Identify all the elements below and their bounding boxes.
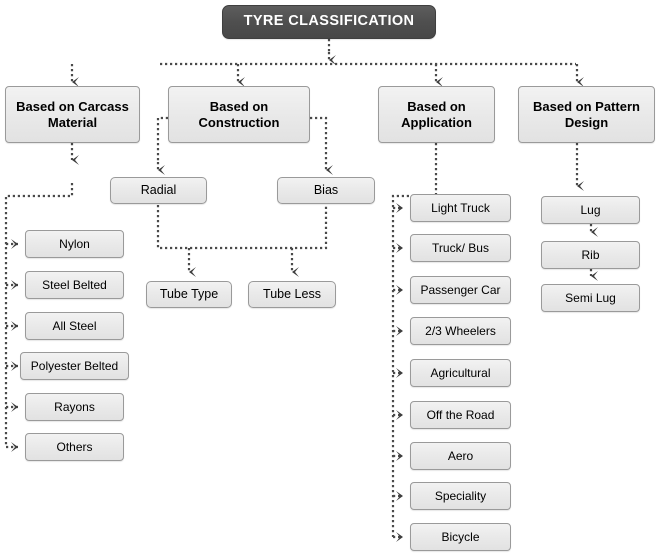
leaf-node-light-truck[interactable]: Light Truck <box>410 194 511 222</box>
leaf-node-nylon[interactable]: Nylon <box>25 230 124 258</box>
category-node-construction[interactable]: Based on Construction <box>168 86 310 143</box>
leaf-node-rib[interactable]: Rib <box>541 241 640 269</box>
node-bias[interactable]: Bias <box>277 177 375 204</box>
leaf-node-semi-lug[interactable]: Semi Lug <box>541 284 640 312</box>
leaf-node-speciality[interactable]: Speciality <box>410 482 511 510</box>
link-construction-left <box>156 116 168 162</box>
leaf-node-polyester-belted[interactable]: Polyester Belted <box>20 352 129 380</box>
category-node-pattern-design[interactable]: Based on Pattern Design <box>518 86 655 143</box>
leaf-node-two-three-wheelers[interactable]: 2/3 Wheelers <box>410 317 511 345</box>
leaf-node-agricultural[interactable]: Agricultural <box>410 359 511 387</box>
leaf-node-steel-belted[interactable]: Steel Belted <box>25 271 124 299</box>
leaf-node-rayons[interactable]: Rayons <box>25 393 124 421</box>
leaf-node-off-the-road[interactable]: Off the Road <box>410 401 511 429</box>
leaf-node-others[interactable]: Others <box>25 433 124 461</box>
link-construction-right <box>310 116 328 162</box>
leaf-node-aero[interactable]: Aero <box>410 442 511 470</box>
leaf-node-truck-bus[interactable]: Truck/ Bus <box>410 234 511 262</box>
node-radial[interactable]: Radial <box>110 177 207 204</box>
node-tube-type[interactable]: Tube Type <box>146 281 232 308</box>
node-tube-less[interactable]: Tube Less <box>248 281 336 308</box>
root-node-tyre-classification[interactable]: TYRE CLASSIFICATION <box>222 5 436 39</box>
category-node-application[interactable]: Based on Application <box>378 86 495 143</box>
category-node-carcass-material[interactable]: Based on Carcass Material <box>5 86 140 143</box>
leaf-node-bicycle[interactable]: Bicycle <box>410 523 511 551</box>
link-tube-bus <box>156 205 328 250</box>
leaf-node-lug[interactable]: Lug <box>541 196 640 224</box>
leaf-node-passenger-car[interactable]: Passenger Car <box>410 276 511 304</box>
leaf-node-all-steel[interactable]: All Steel <box>25 312 124 340</box>
